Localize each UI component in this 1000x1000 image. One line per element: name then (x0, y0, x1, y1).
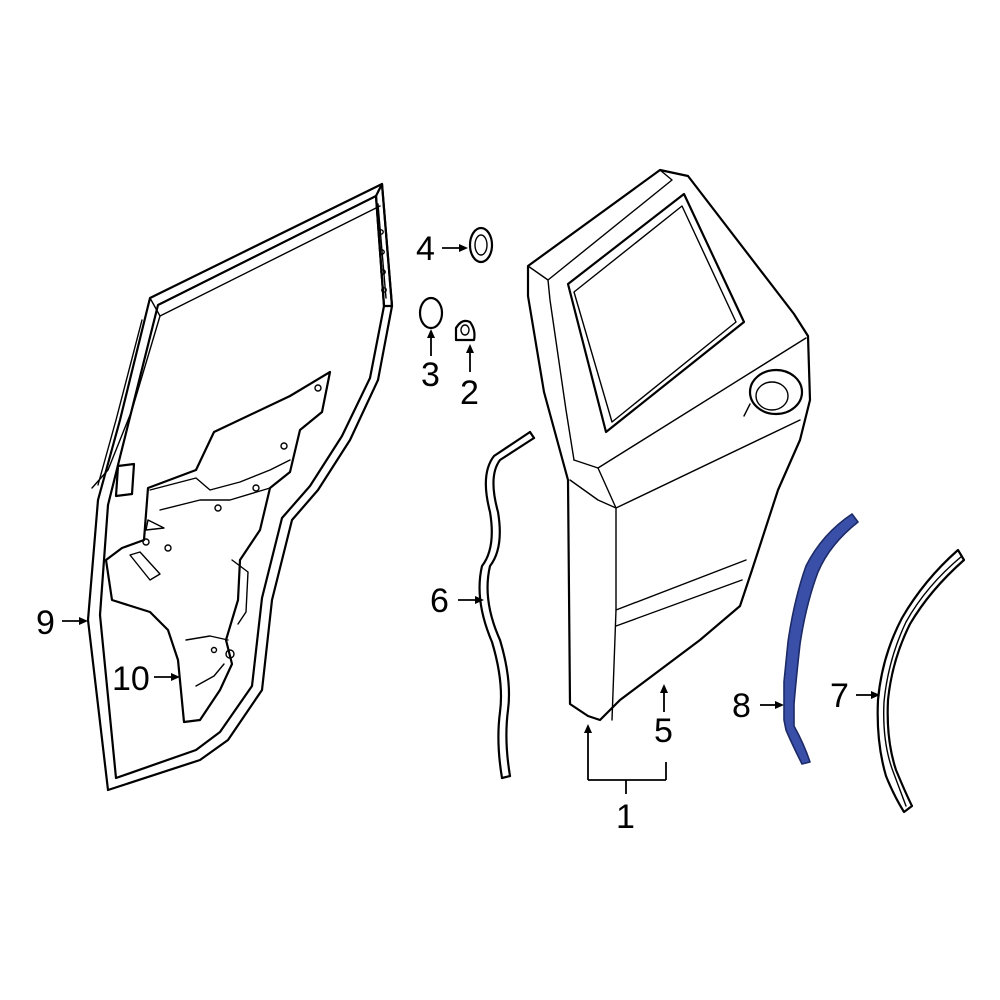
leader-2 (466, 344, 474, 372)
callout-3: 3 (421, 356, 440, 394)
callout-6: 6 (430, 582, 449, 620)
door-weatherstrip-frame[interactable] (86, 182, 394, 792)
callout-2: 2 (460, 374, 479, 412)
leader-7 (856, 691, 880, 699)
callout-4: 4 (416, 230, 435, 268)
leader-9 (62, 617, 88, 625)
leader-8 (760, 701, 784, 709)
leader-4 (442, 244, 468, 252)
leader-10 (154, 673, 180, 681)
door-shell[interactable] (526, 168, 812, 722)
callout-7: 7 (830, 677, 849, 715)
callout-8: 8 (732, 687, 751, 725)
leader-6 (458, 596, 484, 604)
leader-5 (660, 684, 668, 712)
outer-trim-strip[interactable] (876, 548, 966, 814)
leader-1 (584, 724, 667, 794)
bumper[interactable] (454, 319, 476, 342)
water-deflector[interactable] (104, 370, 332, 724)
highlighted-trim-part[interactable] (783, 513, 859, 765)
callout-1: 1 (616, 798, 635, 836)
door-seal[interactable] (478, 430, 536, 780)
callout-5: 5 (654, 712, 673, 750)
grommet[interactable] (468, 226, 494, 264)
leader-3 (427, 329, 435, 356)
callout-9: 9 (36, 604, 55, 642)
callout-10: 10 (112, 660, 150, 698)
plug[interactable] (418, 296, 444, 330)
